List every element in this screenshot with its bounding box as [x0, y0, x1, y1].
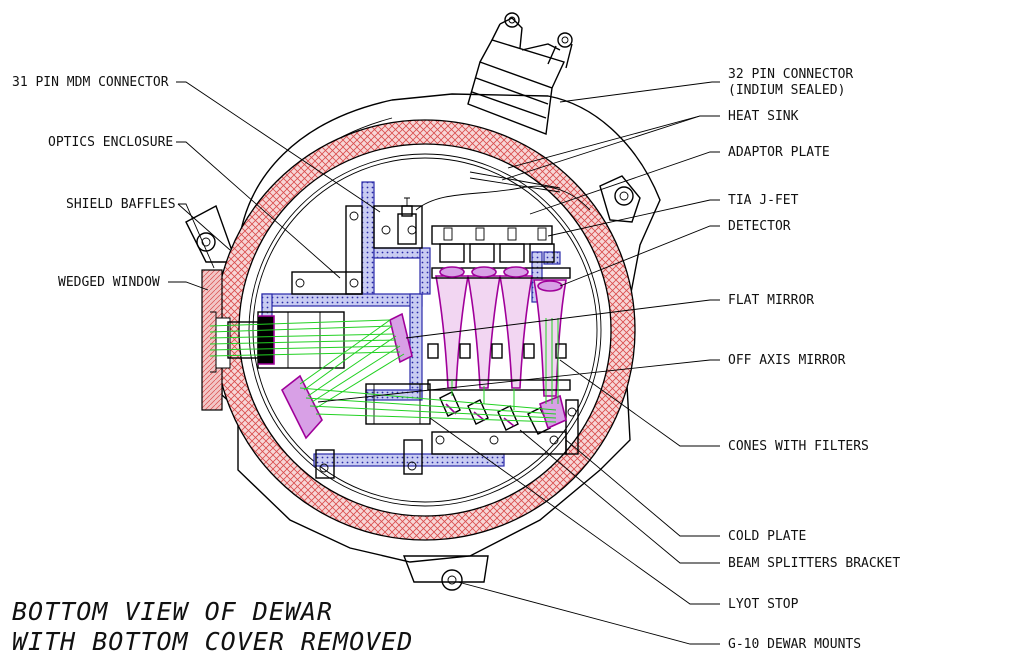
off-axis-mirror — [280, 374, 323, 440]
callout-labels: 31 PIN MDM CONNECTOR OPTICS ENCLOSURE SH… — [12, 67, 900, 652]
label-shield-baffles: SHIELD BAFFLES — [66, 197, 176, 212]
label-tia-jfet: TIA J-FET — [728, 193, 799, 208]
label-cold-plate: COLD PLATE — [728, 529, 806, 544]
g10-mount-right — [599, 175, 641, 223]
drawing-title: BOTTOM VIEW OF DEWAR WITH BOTTOM COVER R… — [12, 597, 413, 656]
label-optics-enclosure: OPTICS ENCLOSURE — [48, 135, 173, 150]
g10-mount-left — [185, 205, 237, 263]
label-wedged-window: WEDGED WINDOW — [58, 275, 160, 290]
label-32pin-connector-note: (INDIUM SEALED) — [728, 83, 845, 98]
label-detector: DETECTOR — [728, 219, 791, 234]
title-line-2: WITH BOTTOM COVER REMOVED — [12, 627, 413, 656]
title-line-1: BOTTOM VIEW OF DEWAR — [12, 597, 333, 626]
label-g10-dewar-mounts: G-10 DEWAR MOUNTS — [728, 637, 861, 652]
connector-32pin — [467, 12, 573, 135]
leader-lines — [168, 81, 720, 645]
detectors — [439, 266, 563, 292]
g10-mount-bottom — [402, 555, 489, 591]
label-lyot-stop: LYOT STOP — [728, 597, 799, 612]
label-beam-splitters-bracket: BEAM SPLITTERS BRACKET — [728, 556, 900, 571]
connector-31pin — [397, 171, 591, 245]
label-adaptor-plate: ADAPTOR PLATE — [728, 145, 830, 160]
label-cones-with-filters: CONES WITH FILTERS — [728, 439, 869, 454]
label-heat-sink: HEAT SINK — [728, 109, 799, 124]
shield-baffles — [227, 311, 345, 369]
label-32pin-connector: 32 PIN CONNECTOR — [728, 67, 853, 82]
label-off-axis-mirror: OFF AXIS MIRROR — [728, 353, 846, 368]
optical-beam — [209, 318, 559, 423]
tia-jfet-array — [431, 225, 555, 263]
beam-splitters-bracket — [439, 391, 567, 435]
cold-plate — [291, 205, 579, 479]
label-flat-mirror: FLAT MIRROR — [728, 293, 814, 308]
label-31pin-connector: 31 PIN MDM CONNECTOR — [12, 75, 169, 90]
